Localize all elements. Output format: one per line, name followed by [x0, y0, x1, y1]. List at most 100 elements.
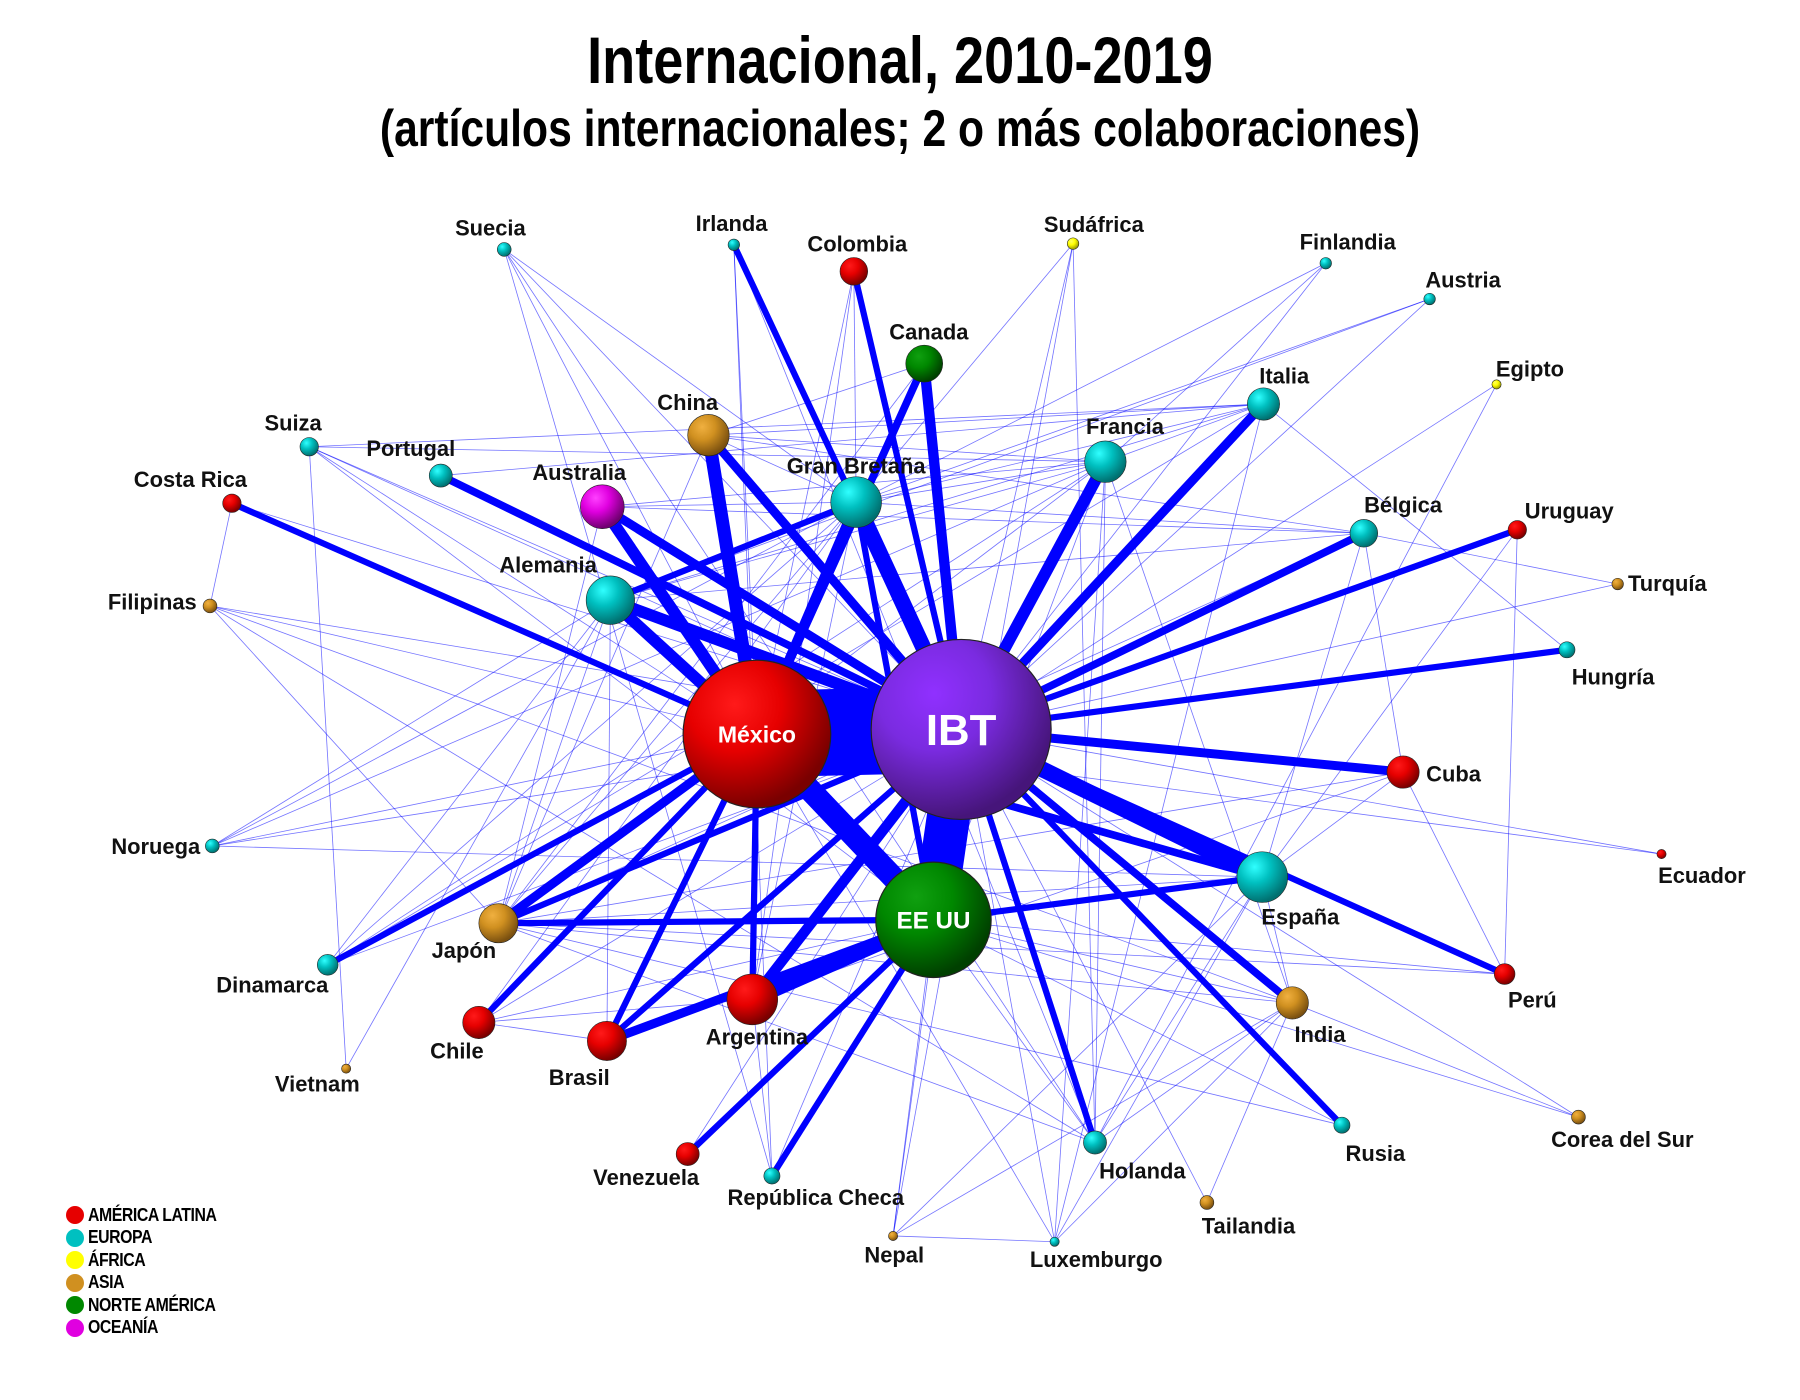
- node-us: [875, 861, 992, 979]
- node-se: [497, 242, 512, 257]
- edge-MX-PH: [209, 605, 758, 735]
- node-label-za: Sudáfrica: [1044, 212, 1145, 237]
- node-at: [1423, 292, 1436, 306]
- node-cn: [687, 414, 730, 457]
- edge-NO-FR: [212, 461, 1106, 847]
- legend-item-oceania: OCEANÍA: [66, 1317, 234, 1340]
- edge-FR-IN: [1105, 461, 1293, 1004]
- chart-title-block: Internacional, 2010-2019 (artículos inte…: [0, 22, 1800, 160]
- edge-IN-NL: [1094, 1002, 1293, 1143]
- edge-GB-CN: [708, 434, 857, 503]
- edge-MX-LU: [756, 733, 1055, 1242]
- node-label-fi: Finlandia: [1300, 229, 1397, 254]
- node-label-th: Tailandia: [1202, 1214, 1296, 1239]
- edge-GB-DE: [609, 499, 858, 604]
- node-label-ar: Argentina: [706, 1024, 809, 1049]
- node-label-co: Colombia: [807, 232, 908, 257]
- edge-IBT-NO: [212, 729, 962, 847]
- edge-GB-BE: [856, 501, 1364, 534]
- edge-IBT-PT: [439, 472, 963, 733]
- chart-subtitle: (artículos internacionales; 2 o más cola…: [379, 100, 1421, 158]
- nodes-layer: [202, 237, 1667, 1247]
- legend-dot-icon: [66, 1296, 84, 1315]
- edge-IBT-CL: [478, 729, 962, 1023]
- node-au: [580, 484, 625, 529]
- edge-MX-NO: [212, 733, 758, 847]
- edge-US-IN: [933, 919, 1293, 1004]
- edge-CU-BE: [1363, 533, 1404, 773]
- node-tr: [1611, 577, 1624, 591]
- edge-VN-DE: [345, 599, 611, 1069]
- node-label-gb: Gran Bretaña: [787, 453, 927, 478]
- node-label-kr: Corea del Sur: [1551, 1127, 1694, 1152]
- node-label-cu: Cuba: [1426, 761, 1482, 786]
- node-th: [1199, 1195, 1215, 1210]
- edge-IN-KR: [1292, 1002, 1579, 1118]
- legend-dot-icon: [66, 1273, 84, 1292]
- node-eg: [1491, 379, 1502, 390]
- edge-US-KR: [933, 919, 1579, 1118]
- node-be: [1349, 519, 1378, 548]
- legend-label: NORTE AMÉRICA: [88, 1294, 216, 1315]
- node-label-cz: República Checa: [728, 1185, 905, 1210]
- edge-IE-GB: [733, 244, 857, 503]
- node-in: [1275, 986, 1309, 1020]
- node-label-be: Bélgica: [1364, 493, 1443, 518]
- edge-CN-IT: [708, 403, 1264, 436]
- node-it: [1247, 387, 1280, 421]
- edge-DE-FR: [610, 461, 1106, 601]
- node-label-br: Brasil: [549, 1065, 610, 1090]
- node-label-pe: Perú: [1508, 988, 1557, 1013]
- edge-IBT-EC: [961, 729, 1662, 855]
- node-cl: [462, 1006, 496, 1039]
- edge-UY-PE: [1504, 529, 1518, 975]
- node-ar: [726, 973, 778, 1026]
- edge-CN-BE: [708, 434, 1364, 534]
- edge-AT-DE: [610, 298, 1430, 601]
- legend-dot-icon: [66, 1251, 84, 1270]
- node-cu: [1386, 755, 1420, 789]
- node-fi: [1319, 257, 1332, 270]
- legend-item-africa: ÁFRICA: [66, 1249, 234, 1272]
- edge-MX-CR: [230, 500, 759, 737]
- edge-IBT-UY: [960, 526, 1519, 733]
- node-label-at: Austria: [1425, 268, 1501, 293]
- node-label-ve: Venezuela: [593, 1165, 700, 1190]
- edge-IT-LU: [1054, 403, 1264, 1242]
- node-ie: [727, 238, 740, 251]
- node-label-eg: Egipto: [1496, 356, 1564, 381]
- legend-dot-icon: [66, 1318, 84, 1337]
- legend-item-norte-america: NORTE AMÉRICA: [66, 1294, 234, 1317]
- node-ve: [675, 1142, 700, 1166]
- edge-CH-IT: [309, 403, 1264, 448]
- node-kr: [1571, 1109, 1586, 1125]
- edge-CU-PE: [1402, 771, 1505, 975]
- legend-item-asia: ASIA: [66, 1272, 234, 1295]
- edge-UY-ES: [1261, 529, 1518, 878]
- node-ru: [1333, 1116, 1351, 1134]
- edge-PT-IT: [440, 403, 1264, 476]
- edge-IBT-RU: [958, 727, 1345, 1128]
- edge-MX-CH: [309, 446, 758, 735]
- edge-IBT-KR: [960, 729, 1579, 1118]
- edge-CN-FR: [708, 434, 1106, 463]
- edge-DK-GB: [327, 501, 857, 966]
- node-label-mx: México: [718, 721, 796, 747]
- node-fr: [1084, 440, 1127, 483]
- node-label-in: India: [1294, 1022, 1346, 1047]
- legend-dot-icon: [66, 1206, 84, 1225]
- edge-GB-IT: [856, 403, 1264, 503]
- edge-JP-CA: [498, 363, 925, 924]
- node-label-ch: Suiza: [264, 411, 322, 436]
- edge-ZA-GB: [855, 243, 1074, 503]
- edge-IBT-EG: [960, 384, 1497, 730]
- node-lu: [1049, 1236, 1060, 1247]
- legend-label: AMÉRICA LATINA: [88, 1204, 217, 1225]
- edge-JP-AU: [498, 506, 603, 924]
- edge-JP-PE: [498, 922, 1505, 975]
- node-label-cl: Chile: [430, 1038, 484, 1063]
- node-label-es: España: [1261, 904, 1340, 929]
- edge-IN-NP: [892, 1002, 1293, 1237]
